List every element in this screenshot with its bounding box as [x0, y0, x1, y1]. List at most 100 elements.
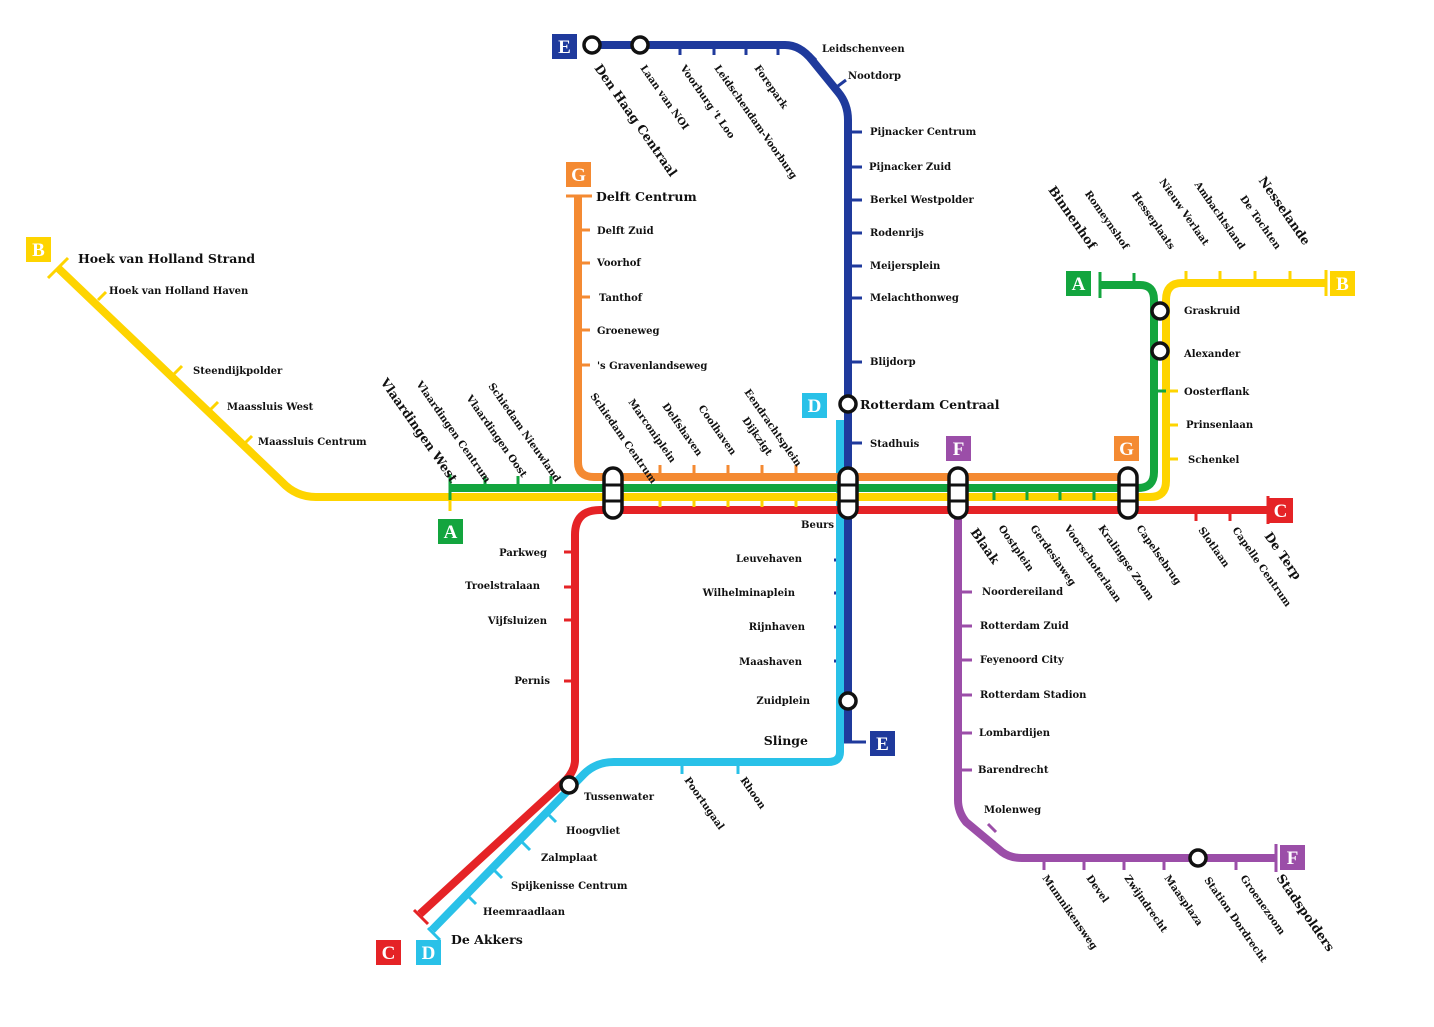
badge-text: D: [808, 396, 822, 417]
station-label-maasplaza[interactable]: Maasplaza: [1162, 873, 1205, 928]
station-graskruid[interactable]: [1150, 301, 1170, 321]
line-badge-f[interactable]: F: [1280, 845, 1305, 870]
station-alexander[interactable]: [1150, 341, 1170, 361]
station-label-heemraadlaan[interactable]: Heemraadlaan: [483, 907, 566, 918]
station-laan-van-noi[interactable]: [630, 35, 650, 55]
station-label-lombardijen[interactable]: Lombardijen: [979, 728, 1051, 739]
station-rotterdam-centraal[interactable]: [838, 394, 858, 414]
station-label-wilhelminaplein[interactable]: Wilhelminaplein: [702, 588, 796, 599]
station-label-stadspolders[interactable]: Stadspolders: [1274, 871, 1338, 954]
station-label-voorhof[interactable]: Voorhof: [596, 258, 641, 269]
station-label-hoek-van-holland-haven[interactable]: Hoek van Holland Haven: [109, 286, 249, 297]
station-label-rhoon[interactable]: Rhoon: [738, 775, 768, 812]
line-f-ticks: [958, 590, 1278, 872]
station-label-vijfsluizen[interactable]: Vijfsluizen: [487, 616, 548, 627]
station-label-den-haag-centraal[interactable]: Den Haag Centraal: [592, 61, 681, 179]
station-capelsebrug[interactable]: [1117, 466, 1139, 520]
line-d-route: [429, 420, 844, 933]
station-label-nootdorp[interactable]: Nootdorp: [848, 71, 901, 82]
station-label-delft-centrum[interactable]: Delft Centrum: [596, 189, 697, 204]
station-label-noordereiland[interactable]: Noordereiland: [982, 587, 1063, 598]
station-label-hoogvliet[interactable]: Hoogvliet: [566, 826, 621, 837]
station-label-tanthof[interactable]: Tanthof: [599, 293, 643, 304]
station-tussenwater[interactable]: [559, 775, 579, 795]
station-label-schiedam-centrum[interactable]: Schiedam Centrum: [588, 391, 659, 486]
station-label-de-akkers[interactable]: De Akkers: [451, 932, 523, 947]
line-badge-g[interactable]: G: [1114, 436, 1139, 461]
station-label-steendijkpolder[interactable]: Steendijkpolder: [193, 366, 283, 377]
station-label-schenkel[interactable]: Schenkel: [1188, 455, 1240, 466]
station-blaak[interactable]: [947, 466, 969, 520]
line-badge-b[interactable]: B: [1330, 271, 1355, 296]
line-badge-f[interactable]: F: [946, 436, 971, 461]
station-label-leidschenveen[interactable]: Leidschenveen: [822, 44, 905, 55]
station-label-groeneweg[interactable]: Groeneweg: [597, 326, 659, 337]
station-label-pijnacker-zuid[interactable]: Pijnacker Zuid: [869, 162, 951, 173]
station-label-maassluis-west[interactable]: Maassluis West: [227, 402, 314, 413]
station-label-berkel-westpolder[interactable]: Berkel Westpolder: [870, 195, 974, 206]
station-zuidplein[interactable]: [838, 691, 858, 711]
station-label-maassluis-centrum[interactable]: Maassluis Centrum: [258, 437, 367, 448]
station-label-barendrecht[interactable]: Barendrecht: [978, 765, 1049, 776]
station-label-zwijndrecht[interactable]: Zwijndrecht: [1122, 873, 1170, 935]
line-badge-g[interactable]: G: [566, 162, 591, 187]
station-label-delft-zuid[interactable]: Delft Zuid: [597, 226, 654, 237]
station-label-s-gravenlandseweg[interactable]: 's Gravenlandseweg: [597, 361, 707, 372]
station-label-pernis[interactable]: Pernis: [514, 676, 550, 687]
line-badge-a[interactable]: A: [1066, 271, 1091, 296]
line-a-ticks: [448, 272, 1166, 500]
line-badge-d[interactable]: D: [802, 393, 827, 418]
badge-text: A: [1072, 274, 1086, 295]
line-d-ticks: [680, 762, 740, 774]
station-label-rotterdam-stadion[interactable]: Rotterdam Stadion: [980, 690, 1087, 701]
station-schiedam-centrum[interactable]: [602, 466, 624, 520]
station-label-rotterdam-centraal[interactable]: Rotterdam Centraal: [860, 397, 1000, 412]
station-label-pijnacker-centrum[interactable]: Pijnacker Centrum: [870, 127, 977, 138]
badge-text: C: [382, 943, 396, 964]
station-label-alexander[interactable]: Alexander: [1183, 349, 1241, 360]
station-label-maashaven[interactable]: Maashaven: [739, 657, 803, 668]
line-badge-a[interactable]: A: [438, 519, 463, 544]
line-badge-e[interactable]: E: [870, 731, 895, 756]
station-label-molenweg[interactable]: Molenweg: [984, 805, 1041, 816]
station-label-meijersplein[interactable]: Meijersplein: [870, 261, 941, 272]
station-label-devel[interactable]: Devel: [1084, 873, 1111, 905]
station-label-poortugaal[interactable]: Poortugaal: [682, 775, 726, 832]
station-label-rijnhaven[interactable]: Rijnhaven: [749, 622, 806, 633]
station-label-rotterdam-zuid[interactable]: Rotterdam Zuid: [980, 621, 1069, 632]
line-badge-c[interactable]: C: [376, 940, 401, 965]
station-label-voorschoterlaan[interactable]: Voorschoterlaan: [1061, 523, 1123, 606]
station-label-zalmplaat[interactable]: Zalmplaat: [541, 853, 598, 864]
station-label-troelstralaan[interactable]: Troelstralaan: [465, 581, 541, 592]
station-label-rodenrijs[interactable]: Rodenrijs: [870, 228, 924, 239]
station-label-graskruid[interactable]: Graskruid: [1184, 306, 1240, 317]
station-label-beurs[interactable]: Beurs: [801, 520, 834, 531]
station-den-haag-centraal[interactable]: [582, 35, 602, 55]
station-label-parkweg[interactable]: Parkweg: [499, 548, 547, 559]
line-badge-d[interactable]: D: [416, 940, 441, 965]
station-label-leuvehaven[interactable]: Leuvehaven: [736, 554, 803, 565]
line-b-ticks: [46, 256, 1328, 511]
station-label-hoek-van-holland-strand[interactable]: Hoek van Holland Strand: [78, 251, 255, 266]
line-d-south-ticks: [426, 810, 558, 942]
badge-text: F: [1287, 848, 1299, 869]
line-badge-b[interactable]: B: [26, 237, 51, 262]
line-badge-e[interactable]: E: [552, 34, 577, 59]
station-label-slinge[interactable]: Slinge: [764, 733, 808, 748]
station-label-tussenwater[interactable]: Tussenwater: [584, 792, 655, 803]
station-station-dordrecht[interactable]: [1188, 848, 1208, 868]
line-badge-c[interactable]: C: [1268, 498, 1293, 523]
station-label-melachthonweg[interactable]: Melachthonweg: [870, 293, 959, 304]
station-label-forepark[interactable]: Forepark: [752, 63, 791, 112]
station-label-feyenoord-city[interactable]: Feyenoord City: [980, 655, 1065, 666]
station-label-station-dordrecht[interactable]: Station Dordrecht: [1202, 875, 1269, 965]
station-beurs[interactable]: [837, 466, 859, 520]
station-label-slotlaan[interactable]: Slotlaan: [1196, 525, 1232, 570]
station-label-prinsenlaan[interactable]: Prinsenlaan: [1186, 420, 1254, 431]
station-label-zuidplein[interactable]: Zuidplein: [756, 696, 810, 707]
station-label-spijkenisse-centrum[interactable]: Spijkenisse Centrum: [511, 881, 628, 892]
station-label-blijdorp[interactable]: Blijdorp: [870, 357, 916, 368]
station-label-stadhuis[interactable]: Stadhuis: [870, 439, 920, 450]
station-label-oosterflank[interactable]: Oosterflank: [1184, 387, 1250, 398]
